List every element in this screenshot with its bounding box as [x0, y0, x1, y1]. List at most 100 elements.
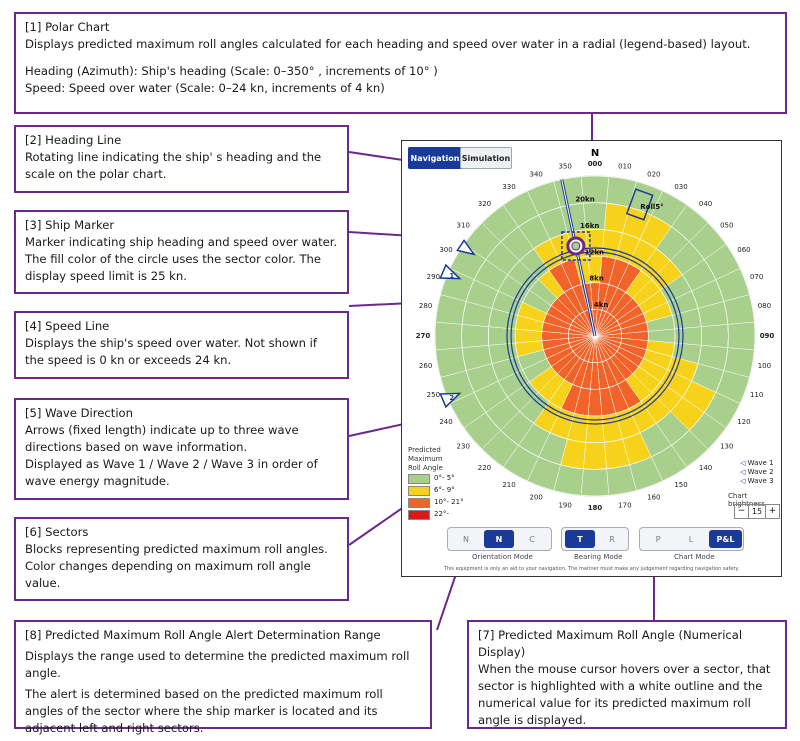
wave-arrow-icon: ◁: [740, 468, 746, 476]
callout-sectors: [6] Sectors Blocks representing predicte…: [14, 517, 349, 601]
brightness-plus-button[interactable]: +: [765, 504, 780, 519]
tab-simulation[interactable]: Simulation: [460, 147, 512, 169]
bearing-label: 070: [750, 273, 763, 281]
callout-title: [2] Heading Line: [25, 133, 122, 147]
wave-legend-item: ◁ Wave 2: [740, 468, 780, 477]
legend-swatch-green: [408, 474, 430, 484]
bearing-label: 040: [699, 200, 712, 208]
speed-ring: [568, 309, 622, 363]
callout-description: Displays the range used to determine the…: [25, 649, 410, 680]
bearing-label: 020: [647, 170, 660, 178]
bearing-label: 160: [647, 494, 660, 502]
speed-ring: [541, 282, 649, 390]
hovered-sector-outline: [625, 188, 654, 221]
bearing-label: 290: [427, 273, 440, 281]
callout-description: Marker indicating ship heading and speed…: [25, 235, 338, 283]
callout-title: [5] Wave Direction: [25, 406, 133, 420]
bearing-label: 050: [720, 221, 733, 229]
bearing-label: 300: [439, 246, 452, 254]
bearing-label: 080: [758, 302, 771, 310]
wave-arrow-icon: ◁: [740, 477, 746, 485]
callout-description: Displays predicted maximum roll angles c…: [25, 37, 751, 51]
bearing-label: 240: [439, 418, 452, 426]
callout-heading-scale: Heading (Azimuth): Ship's heading (Scale…: [25, 64, 438, 78]
orientation-north-up-button[interactable]: N: [463, 534, 469, 544]
legend-swatch-orange: [408, 498, 430, 508]
legend-item: 10°- 21°: [408, 498, 468, 508]
callout-title: [1] Polar Chart: [25, 20, 110, 34]
bearing-true-button[interactable]: T: [565, 530, 595, 548]
bearing-label: 120: [737, 418, 750, 426]
wave-direction-arrow: [439, 392, 462, 409]
legend-item: 6°- 9°: [408, 486, 468, 496]
bearing-label: 140: [699, 464, 712, 472]
bearing-label: 190: [558, 501, 571, 509]
bearing-label: 110: [750, 391, 763, 399]
legend-label: 0°- 5°: [434, 474, 455, 482]
chart-mode-polar-button[interactable]: P: [655, 534, 661, 544]
brightness-value: 15: [748, 504, 766, 519]
bearing-label: 130: [720, 443, 733, 451]
speed-ring: [488, 229, 702, 443]
speed-ring: [514, 255, 676, 417]
orientation-mode-group: N N C: [447, 527, 552, 551]
callout-title: [8] Predicted Maximum Roll Angle Alert D…: [25, 628, 381, 642]
wave-number-label: 2: [449, 394, 454, 402]
callout-description: Rotating line indicating the ship' s hea…: [25, 150, 322, 181]
orientation-north-up-true-button[interactable]: N: [484, 530, 514, 548]
bearing-label: 250: [427, 391, 440, 399]
legend-item: 0°- 5°: [408, 474, 468, 484]
callout-alert-range: [8] Predicted Maximum Roll Angle Alert D…: [14, 620, 432, 735]
bearing-label: 280: [419, 302, 432, 310]
bearing-label: 090: [760, 332, 775, 340]
brightness-minus-button[interactable]: −: [734, 504, 749, 519]
chart-mode-label: Chart Mode: [674, 553, 715, 561]
speed-label: 4kn: [594, 301, 609, 309]
bearing-label: 210: [502, 481, 515, 489]
orientation-mode-label: Orientation Mode: [472, 553, 533, 561]
bearing-label: 220: [478, 464, 491, 472]
bearing-mode-label: Bearing Mode: [574, 553, 623, 561]
speed-label: 8kn: [589, 275, 604, 283]
chart-sector: [434, 321, 463, 351]
legend-title: Predicted Maximum Roll Angle: [408, 446, 443, 472]
orientation-course-up-button[interactable]: C: [529, 534, 535, 544]
wave-legend-label: Wave 2: [747, 468, 774, 476]
bearing-label: 270: [416, 332, 431, 340]
callout-title: [6] Sectors: [25, 525, 89, 539]
bearing-label: 100: [758, 362, 771, 370]
bearing-label: 340: [529, 170, 542, 178]
wave-arrow-icon: ◁: [740, 459, 746, 467]
callout-heading-line: [2] Heading Line Rotating line indicatin…: [14, 125, 349, 193]
callout-speed-line: [4] Speed Line Displays the ship's speed…: [14, 311, 349, 379]
chart-mode-polar-list-button[interactable]: P&L: [709, 530, 742, 548]
callout-description: Blocks representing predicted maximum ro…: [25, 542, 328, 590]
chart-sector: [727, 321, 756, 351]
legend-swatch-yellow: [408, 486, 430, 496]
callout-polar-chart: [1] Polar Chart Displays predicted maxim…: [14, 12, 787, 114]
bearing-label: 260: [419, 362, 432, 370]
bearing-relative-button[interactable]: R: [609, 534, 615, 544]
heading-line-core: [561, 179, 596, 337]
callout-title: [4] Speed Line: [25, 319, 110, 333]
chart-sector: [700, 324, 729, 348]
callout-roll-numerical: [7] Predicted Maximum Roll Angle (Numeri…: [467, 620, 787, 729]
chart-sector: [580, 468, 610, 497]
bearing-label: 310: [457, 221, 470, 229]
chart-mode-group: P L P&L: [639, 527, 744, 551]
wave-legend-item: ◁ Wave 1: [740, 459, 780, 468]
bearing-label: 350: [558, 163, 571, 171]
callout-speed-scale: Speed: Speed over water (Scale: 0–24 kn,…: [25, 81, 385, 95]
chart-mode-list-button[interactable]: L: [688, 534, 694, 544]
speed-label: 12kn: [585, 248, 604, 256]
bearing-label: 320: [478, 200, 491, 208]
callout-title: [3] Ship Marker: [25, 218, 115, 232]
bearing-label: 010: [618, 163, 631, 171]
bearing-label: 030: [674, 183, 687, 191]
bearing-label: 200: [529, 494, 542, 502]
speed-label: 20kn: [575, 196, 594, 204]
legend-item: 22°-: [408, 510, 468, 520]
callout-description-2: Displayed as Wave 1 / Wave 2 / Wave 3 in…: [25, 457, 318, 488]
legend-label: 6°- 9°: [434, 486, 455, 494]
